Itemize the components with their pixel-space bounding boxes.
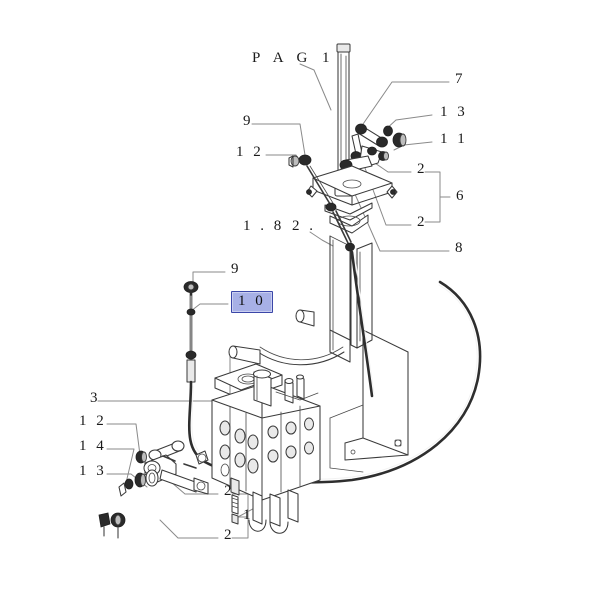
callout-7: 7 xyxy=(455,71,466,87)
callout-8: 8 xyxy=(455,240,466,256)
lower-linkage-assembly xyxy=(98,440,209,539)
callout-9-mid: 9 xyxy=(231,261,242,277)
callout-13-top: 1 3 xyxy=(440,104,468,120)
callout-2-a: 2 xyxy=(417,161,428,177)
callout-13-bot: 1 3 xyxy=(79,463,107,479)
callout-pag: P A G xyxy=(252,50,313,66)
callout-12-top: 1 2 xyxy=(236,144,264,160)
callout-9-top: 9 xyxy=(243,113,254,129)
callout-2-e: 2 xyxy=(224,527,235,543)
callout-14: 1 4 xyxy=(79,438,107,454)
push-rod xyxy=(306,165,375,398)
callout-11: 1 1 xyxy=(440,131,468,147)
callout-10-selected[interactable]: 1 0 xyxy=(231,291,273,313)
callout-2-b: 2 xyxy=(417,214,428,230)
callout-12-bot: 1 2 xyxy=(79,413,107,429)
callout-2-d: 2 xyxy=(224,483,235,499)
lever-base-housing xyxy=(306,165,398,234)
callout-1-top: 1 xyxy=(322,50,333,66)
callout-6: 6 xyxy=(456,188,467,204)
callout-1-8: 1 . 8 xyxy=(243,218,285,234)
callout-1-bot: 1 xyxy=(243,507,254,523)
callout-2-c: 2 . xyxy=(292,218,316,234)
control-valve-block xyxy=(211,363,321,534)
mounting-frame xyxy=(329,329,409,473)
control-cable xyxy=(183,280,482,484)
callout-3: 3 xyxy=(90,390,101,406)
